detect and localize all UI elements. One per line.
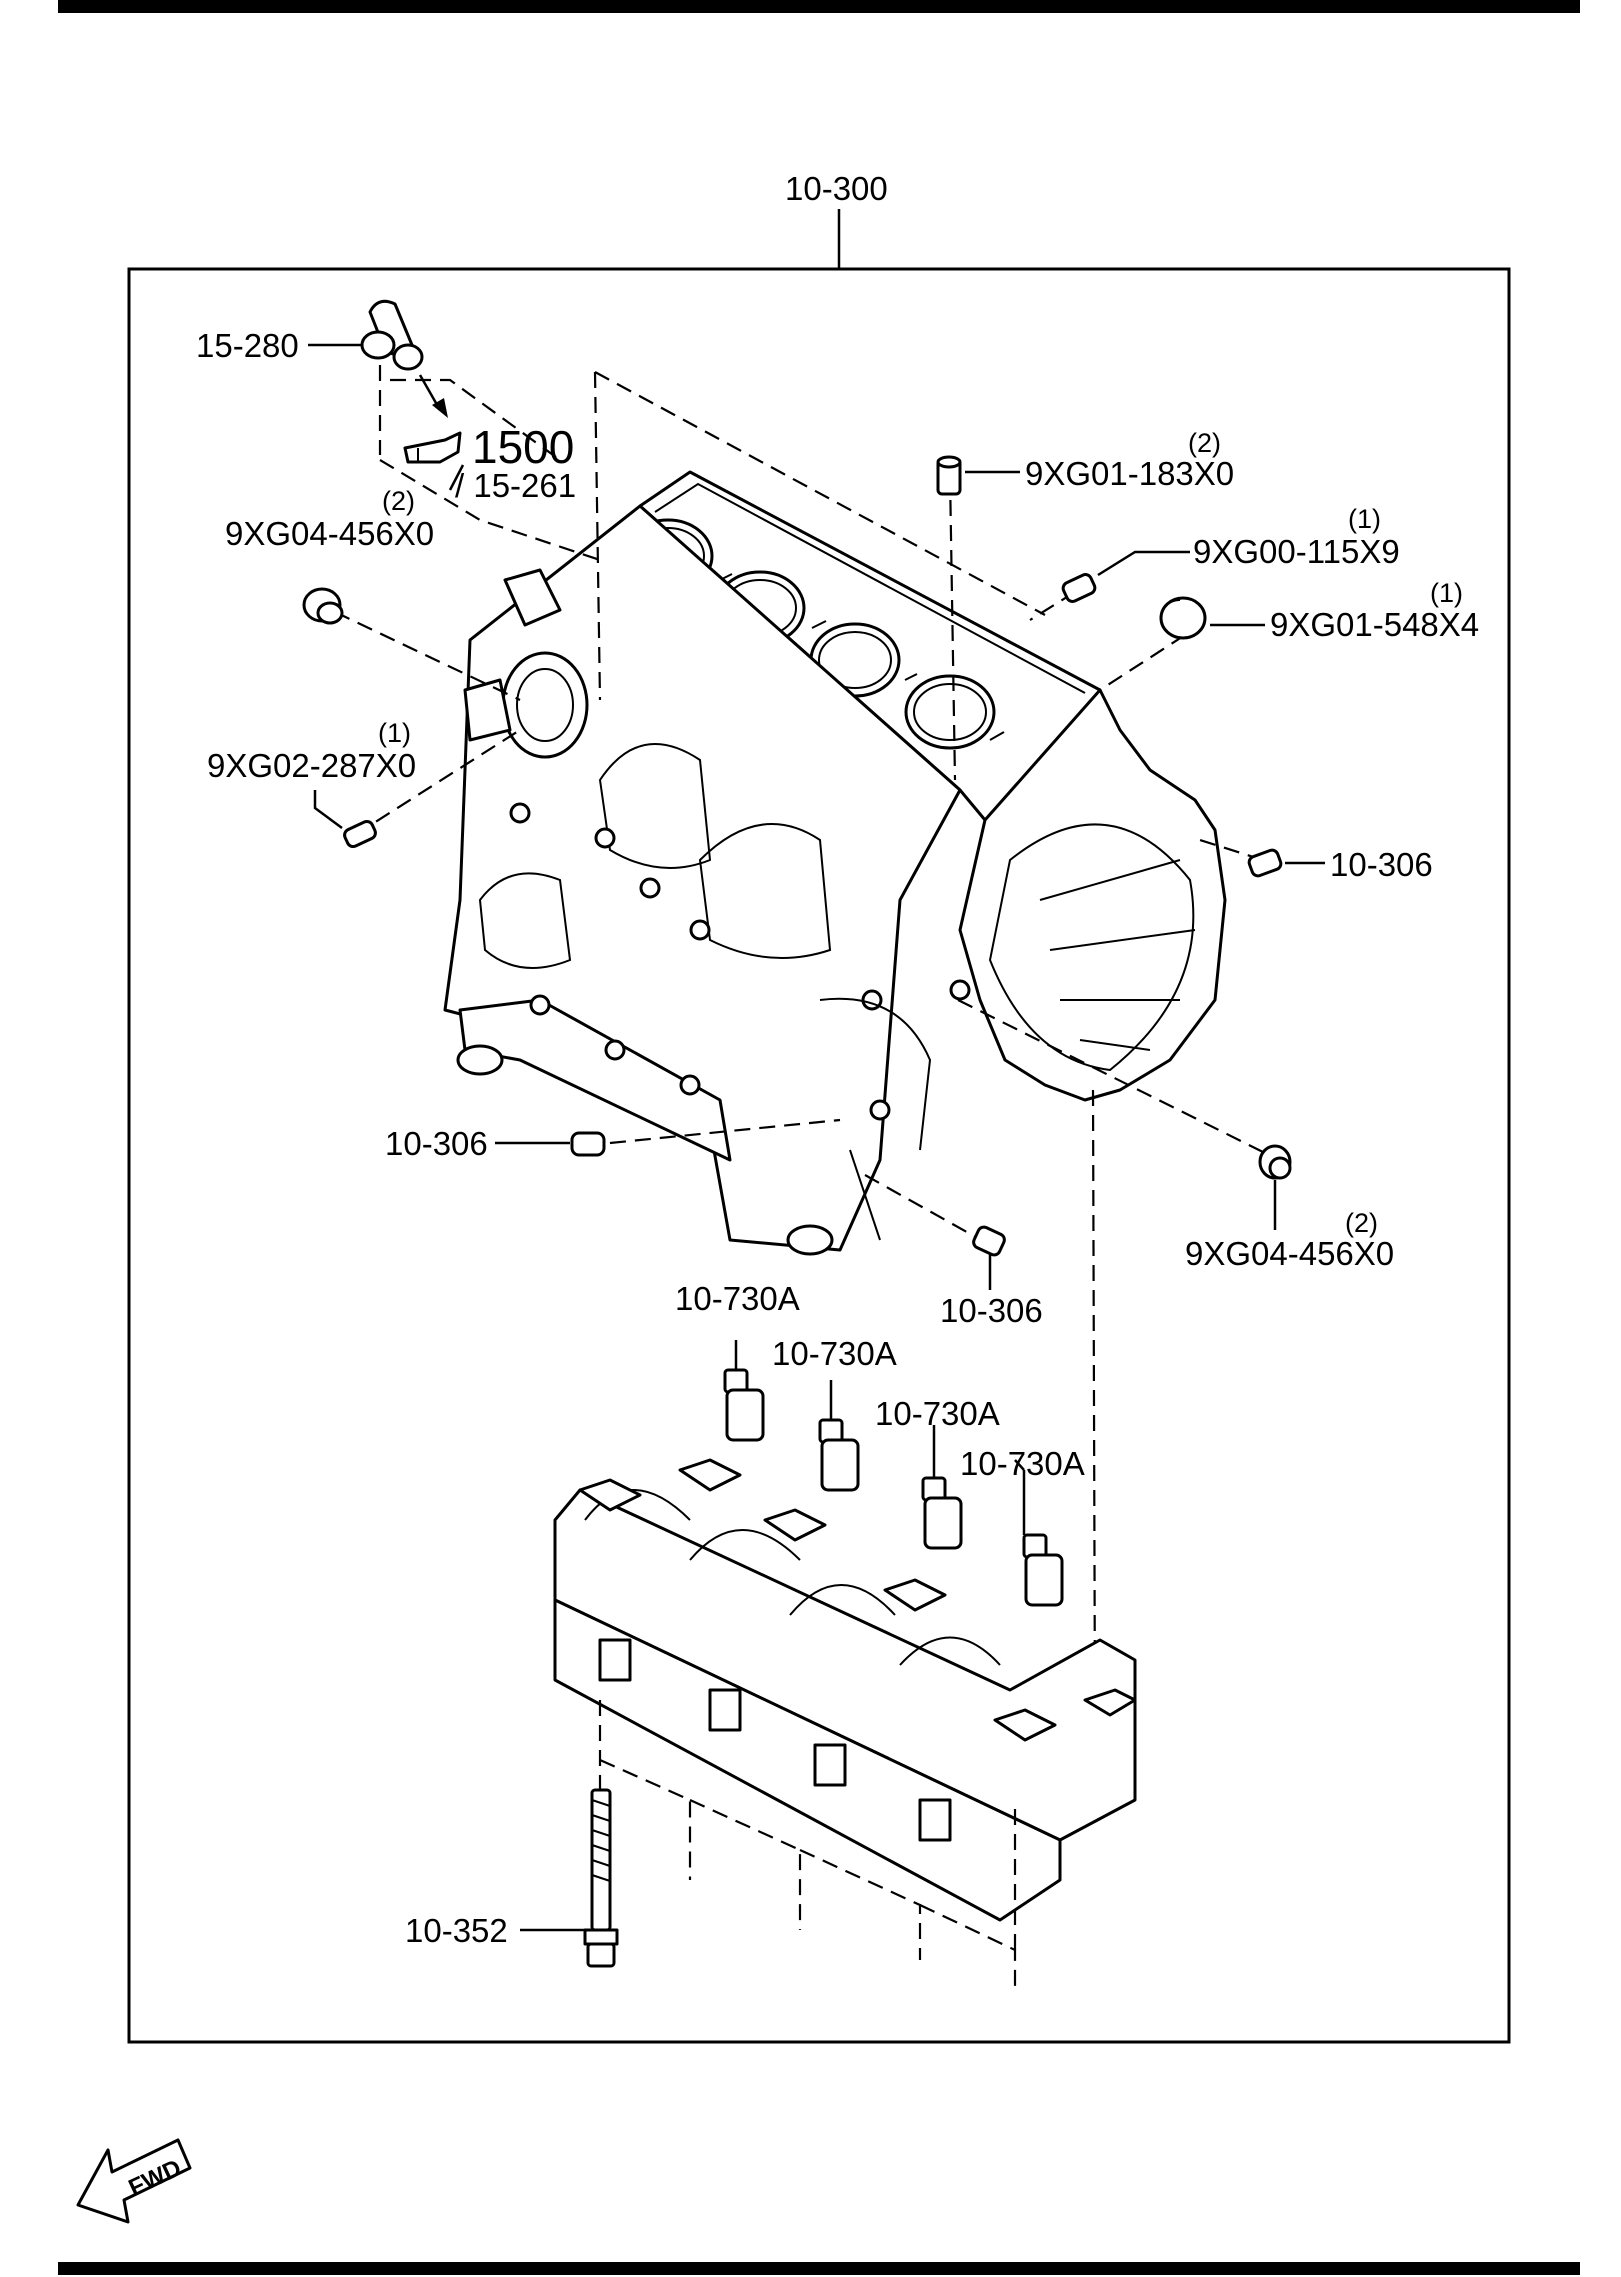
label-10-730A-2[interactable]: 10-730A	[772, 1335, 897, 1372]
label-9XG01-548X4[interactable]: 9XG01-548X4	[1270, 606, 1479, 643]
label-10-306-right[interactable]: 10-306	[1330, 846, 1433, 883]
label-10-306-left[interactable]: 10-306	[385, 1125, 488, 1162]
part-10-306-left[interactable]	[570, 1131, 606, 1157]
label-9XG00-115X9[interactable]: 9XG00-115X9	[1193, 533, 1400, 570]
label-9XG01-183X0[interactable]: 9XG01-183X0	[1025, 455, 1234, 492]
main-bearing-cap-bridge[interactable]	[553, 1458, 1137, 1922]
top-rule	[58, 0, 1580, 13]
part-9XG00-115X9-pin[interactable]	[1061, 573, 1097, 604]
label-9XG04-456X0-bottom[interactable]: 9XG04-456X0	[1185, 1235, 1394, 1272]
qty-456-top: (2)	[382, 486, 415, 516]
part-9XG04-456X0-top-plug[interactable]	[302, 587, 344, 625]
qty-183: (2)	[1188, 428, 1221, 458]
qty-548: (1)	[1430, 578, 1463, 608]
part-9XG02-287X0-dowel[interactable]	[343, 819, 378, 849]
oil-jet-3[interactable]	[921, 1425, 963, 1550]
oil-jet-2[interactable]	[818, 1380, 860, 1492]
label-9XG04-456X0-top[interactable]: 9XG04-456X0	[225, 515, 434, 552]
part-9XG04-456X0-bottom-plug[interactable]	[1258, 1144, 1292, 1180]
label-10-730A-1[interactable]: 10-730A	[675, 1280, 800, 1317]
oil-jet-4[interactable]	[1014, 1459, 1064, 1607]
ref-15-261[interactable]: / 15-261	[455, 467, 576, 504]
qty-115: (1)	[1348, 504, 1381, 534]
label-10-730A-3[interactable]: 10-730A	[875, 1395, 1000, 1432]
part-9XG01-183X0-dowel[interactable]	[936, 455, 962, 496]
label-10-352[interactable]: 10-352	[405, 1912, 508, 1949]
fwd-direction-arrow: FWD	[76, 2138, 192, 2224]
qty-456-bottom: (2)	[1345, 1208, 1378, 1238]
ref-1500[interactable]: 1500	[472, 421, 574, 473]
label-9XG02-287X0[interactable]: 9XG02-287X0	[207, 747, 416, 784]
assembly-frame	[127, 267, 1511, 2044]
oil-jet-1[interactable]	[723, 1340, 765, 1442]
part-15-280-fitting[interactable]	[360, 299, 448, 418]
part-10-306-right[interactable]	[1247, 848, 1283, 878]
qty-287: (1)	[378, 718, 411, 748]
assembly-label[interactable]: 10-300	[785, 170, 888, 207]
label-10-730A-4[interactable]: 10-730A	[960, 1445, 1085, 1482]
hand-pointer-icon	[403, 431, 462, 464]
bottom-rule	[58, 2262, 1580, 2275]
part-10-306-bottom[interactable]	[972, 1225, 1007, 1257]
label-15-280[interactable]: 15-280	[196, 327, 299, 364]
label-10-306-bottom[interactable]: 10-306	[940, 1292, 1043, 1329]
cylinder-block[interactable]	[443, 470, 1227, 1256]
part-10-352-bolt[interactable]	[583, 1788, 619, 1968]
part-9XG01-548X4-plug[interactable]	[1159, 596, 1207, 640]
